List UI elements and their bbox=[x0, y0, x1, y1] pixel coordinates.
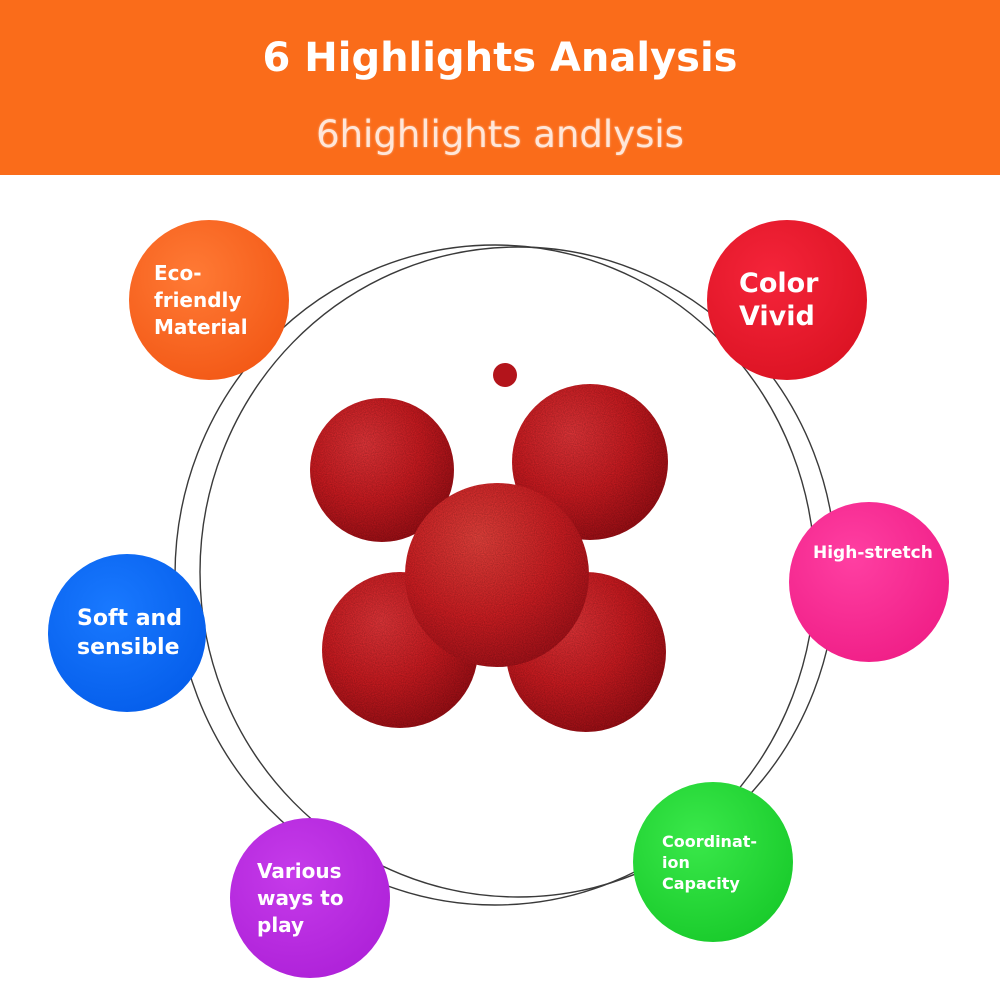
highlight-label: Soft and sensible bbox=[77, 606, 182, 660]
page-subtitle: 6highlights andlysis bbox=[316, 113, 684, 156]
highlight-soft-sensible: Soft and sensible bbox=[48, 554, 206, 712]
highlight-high-stretch: High-stretch bbox=[789, 502, 949, 662]
header-banner: 6 Highlights Analysis 6highlights andlys… bbox=[0, 0, 1000, 175]
page-title: 6 Highlights Analysis bbox=[262, 35, 738, 81]
highlight-label: High-stretch bbox=[813, 543, 933, 563]
highlight-coordination: Coordinat- ion Capacity bbox=[633, 782, 793, 942]
highlight-various-ways: Various ways to play bbox=[230, 818, 390, 978]
highlight-label: Color Vivid bbox=[739, 268, 819, 332]
highlight-label: Eco- friendly Material bbox=[154, 260, 248, 339]
highlight-eco-friendly: Eco- friendly Material bbox=[129, 220, 289, 380]
highlight-label: Various ways to play bbox=[257, 858, 344, 937]
highlight-color-vivid: Color Vivid bbox=[707, 220, 867, 380]
highlight-label: Coordinat- ion Capacity bbox=[662, 831, 758, 893]
reaction-ball bbox=[310, 363, 668, 732]
